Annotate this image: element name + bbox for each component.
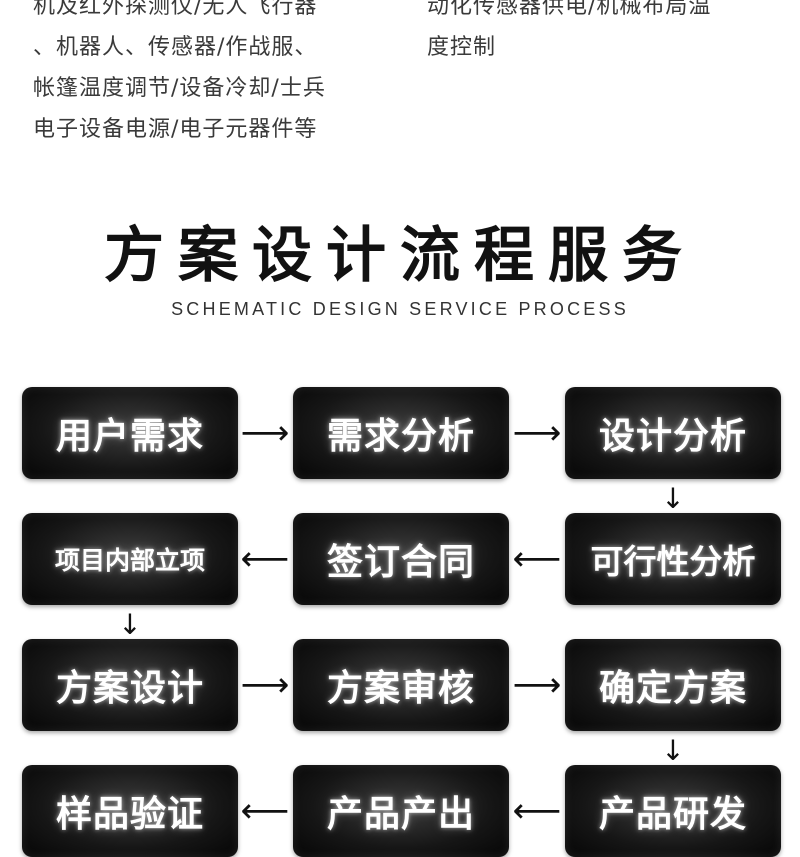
intro-line: 机及红外探测仪/无人飞行器 [33,0,318,19]
arrow-down-icon: ↓ [118,608,142,641]
step-scheme-review: 方案审核 [293,639,509,731]
intro-line: 、机器人、传感器/作战服、 [33,35,318,60]
step-design-analysis: 设计分析 [565,387,781,479]
intro-line: 动化传感器供电/机械布局温 [427,0,712,19]
intro-line: 度控制 [427,35,497,60]
intro-text-right: 动化传感器供电/机械布局温 度控制 [427,0,711,68]
step-user-requirements: 用户需求 [22,387,238,479]
arrow-down-icon: ↓ [661,734,685,767]
step-product-development: 产品研发 [565,765,781,857]
arrow-left-icon: ⟵ [240,539,290,579]
arrow-left-icon: ⟵ [240,791,290,831]
arrow-right-icon: ⟶ [512,413,562,453]
step-internal-project-approval: 项目内部立项 [22,513,238,605]
intro-line: 电子设备电源/电子元器件等 [33,117,318,142]
step-scheme-design: 方案设计 [22,639,238,731]
step-sample-verification: 样品验证 [22,765,238,857]
arrow-left-icon: ⟵ [512,791,562,831]
step-confirm-scheme: 确定方案 [565,639,781,731]
section-title: 方案设计流程服务 [104,221,696,291]
arrow-right-icon: ⟶ [512,665,562,705]
step-product-output: 产品产出 [293,765,509,857]
step-sign-contract: 签订合同 [293,513,509,605]
arrow-right-icon: ⟶ [240,413,290,453]
arrow-left-icon: ⟵ [512,539,562,579]
arrow-down-icon: ↓ [661,482,685,515]
intro-line: 帐篷温度调节/设备冷却/士兵 [33,76,326,101]
step-requirement-analysis: 需求分析 [293,387,509,479]
arrow-right-icon: ⟶ [240,665,290,705]
step-feasibility-analysis: 可行性分析 [565,513,781,605]
intro-text-left: 机及红外探测仪/无人飞行器 、机器人、传感器/作战服、 帐篷温度调节/设备冷却/… [33,0,326,150]
section-subtitle: SCHEMATIC DESIGN SERVICE PROCESS [171,299,629,319]
